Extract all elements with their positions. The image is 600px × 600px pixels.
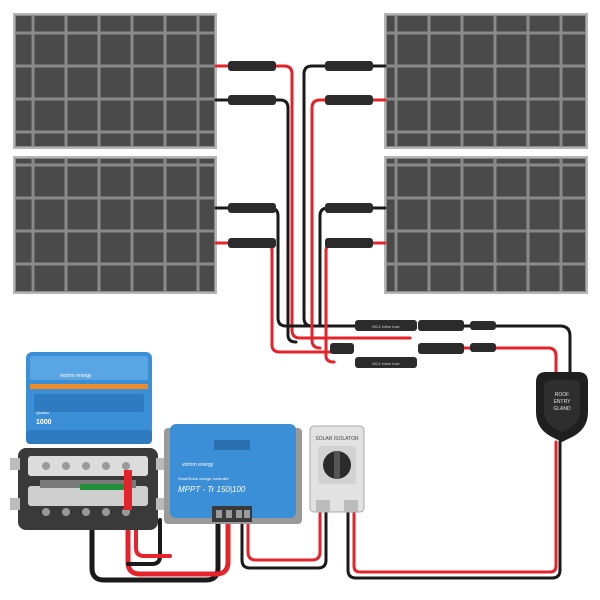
wire-tl-positive: [214, 64, 412, 340]
roof-entry-gland: ROOF ENTRY GLAND: [536, 372, 588, 442]
wire-br-negative: [318, 206, 387, 328]
wire-tl-negative: [214, 98, 298, 344]
isolator-to-mppt-cable: [240, 506, 328, 570]
inverter-unit: victron energy Quattro 1000: [26, 352, 152, 444]
solar-panel-bottom-left: [13, 156, 217, 294]
mppt-charge-controller: victron energy SmartSolar charge control…: [164, 424, 302, 524]
inline-fuse-lower: MC4 inline fuse: [355, 357, 417, 368]
wire-combined-positive: [458, 346, 558, 374]
svg-text:SmartSolar charge controller: SmartSolar charge controller: [178, 476, 230, 481]
solar-panel-top-right: [384, 13, 588, 149]
svg-text:ENTRY: ENTRY: [554, 399, 572, 405]
mppt-to-busbar-cables: [89, 497, 231, 583]
solar-isolator: SOLAR ISOLATOR: [309, 425, 365, 513]
svg-text:ROOF: ROOF: [555, 392, 569, 398]
svg-text:victron energy: victron energy: [182, 462, 214, 468]
svg-text:MPPT - Tr 150|100: MPPT - Tr 150|100: [178, 485, 246, 494]
inverter-status-bar: [30, 384, 148, 389]
busbar-distributor: [10, 448, 166, 530]
svg-text:MC4 inline fuse: MC4 inline fuse: [372, 324, 400, 329]
svg-text:1000: 1000: [36, 419, 52, 426]
branch-connectors: [330, 320, 496, 354]
svg-text:GLAND: GLAND: [553, 406, 571, 412]
gland-to-isolator-cable: [346, 440, 562, 580]
mc4-connectors: [228, 61, 373, 248]
solar-panel-bottom-right: [384, 156, 588, 294]
svg-text:Quattro: Quattro: [36, 410, 50, 415]
svg-text:MC4 inline fuse: MC4 inline fuse: [372, 361, 400, 366]
wire-combined-negative: [458, 324, 572, 374]
svg-text:SOLAR ISOLATOR: SOLAR ISOLATOR: [315, 436, 359, 442]
wire-tr-negative: [302, 64, 387, 328]
wire-bl-positive: [214, 241, 336, 354]
inline-fuse-upper: MC4 inline fuse: [355, 320, 417, 331]
svg-text:victron energy: victron energy: [60, 373, 92, 379]
solar-panel-top-left: [13, 13, 217, 149]
wire-tr-positive: [310, 98, 387, 350]
